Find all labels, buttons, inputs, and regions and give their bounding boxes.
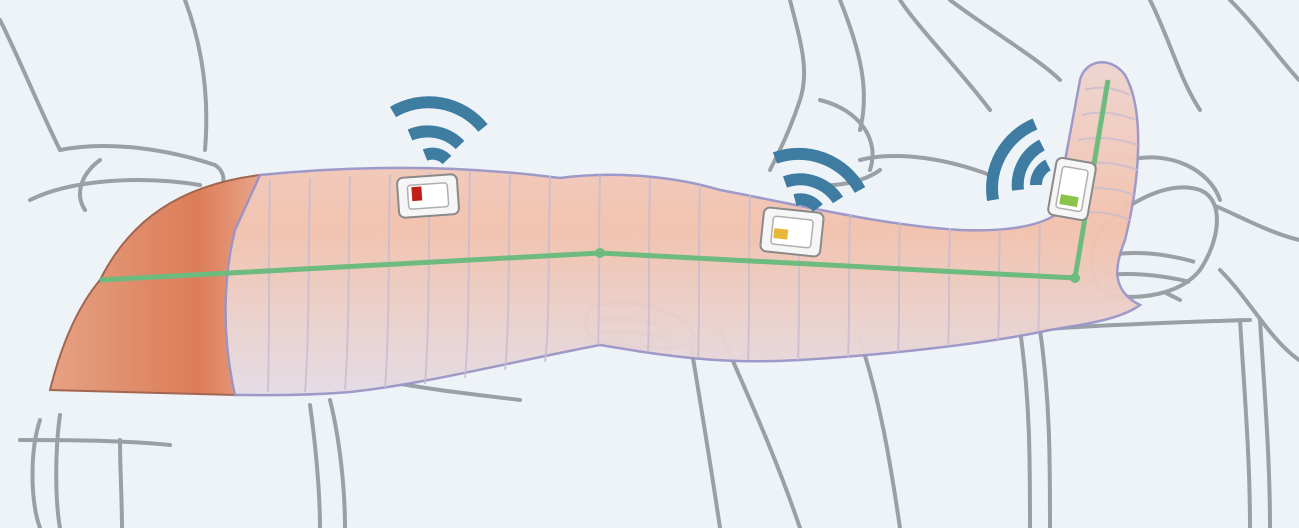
sensor-thigh-status bbox=[411, 186, 422, 201]
sensor-foot bbox=[1047, 157, 1096, 221]
ankle-joint-marker bbox=[1070, 273, 1080, 283]
bandaged-leg bbox=[226, 62, 1140, 395]
wireless-signal-icon bbox=[992, 124, 1048, 200]
knee-joint-marker bbox=[595, 248, 605, 258]
sensor-shank-status bbox=[773, 228, 788, 239]
sensor-thigh bbox=[397, 174, 460, 218]
wireless-signal-icon bbox=[393, 102, 483, 160]
wireless-signal-icon bbox=[775, 154, 860, 208]
sensor-shank bbox=[760, 207, 824, 257]
